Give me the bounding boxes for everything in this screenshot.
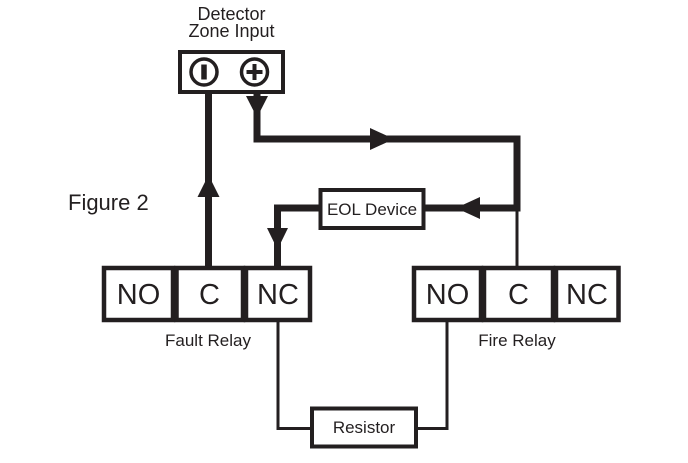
fault-relay-no-label: NO xyxy=(117,279,161,311)
eol-device-box xyxy=(318,188,426,230)
fire-relay-c-cell xyxy=(481,265,556,323)
fire-relay-c-label: C xyxy=(508,279,529,311)
fire-relay-no-label: NO xyxy=(426,279,470,311)
arrow-down-icon xyxy=(246,96,268,118)
fault-relay-nc-label: NC xyxy=(257,279,299,311)
detector-label-line2: Zone Input xyxy=(188,21,274,41)
negative-terminal-icon xyxy=(189,57,219,87)
fire-relay-name: Fire Relay xyxy=(478,331,556,350)
wire-eol-to-fault-nc xyxy=(274,204,322,272)
fault-relay-no-cell xyxy=(101,265,176,323)
figure-caption: Figure 2 xyxy=(68,190,149,215)
wire-positive-to-eol-device xyxy=(253,90,521,212)
fire-relay-no-cell xyxy=(411,265,484,323)
detector-label-line1: Detector xyxy=(197,4,265,24)
eol-device-label: EOL Device xyxy=(327,200,417,219)
wire-fault-nc-to-resistor xyxy=(276,318,314,430)
fault-relay-name: Fault Relay xyxy=(165,331,251,350)
arrow-up-icon xyxy=(197,175,220,197)
positive-terminal-icon xyxy=(239,57,270,87)
resistor-label: Resistor xyxy=(333,418,396,437)
arrow-left-icon xyxy=(456,197,480,219)
fault-relay-nc-cell xyxy=(243,265,313,323)
fire-relay-nc-label: NC xyxy=(566,279,608,311)
resistor-box xyxy=(310,406,418,449)
wire-fire-no-to-resistor xyxy=(414,318,449,430)
fault-relay-c-cell xyxy=(174,265,246,323)
fault-relay-c-label: C xyxy=(199,279,220,311)
arrow-right-icon xyxy=(370,128,394,150)
fire-relay-nc-cell xyxy=(553,265,621,323)
arrow-down-icon xyxy=(267,228,288,250)
